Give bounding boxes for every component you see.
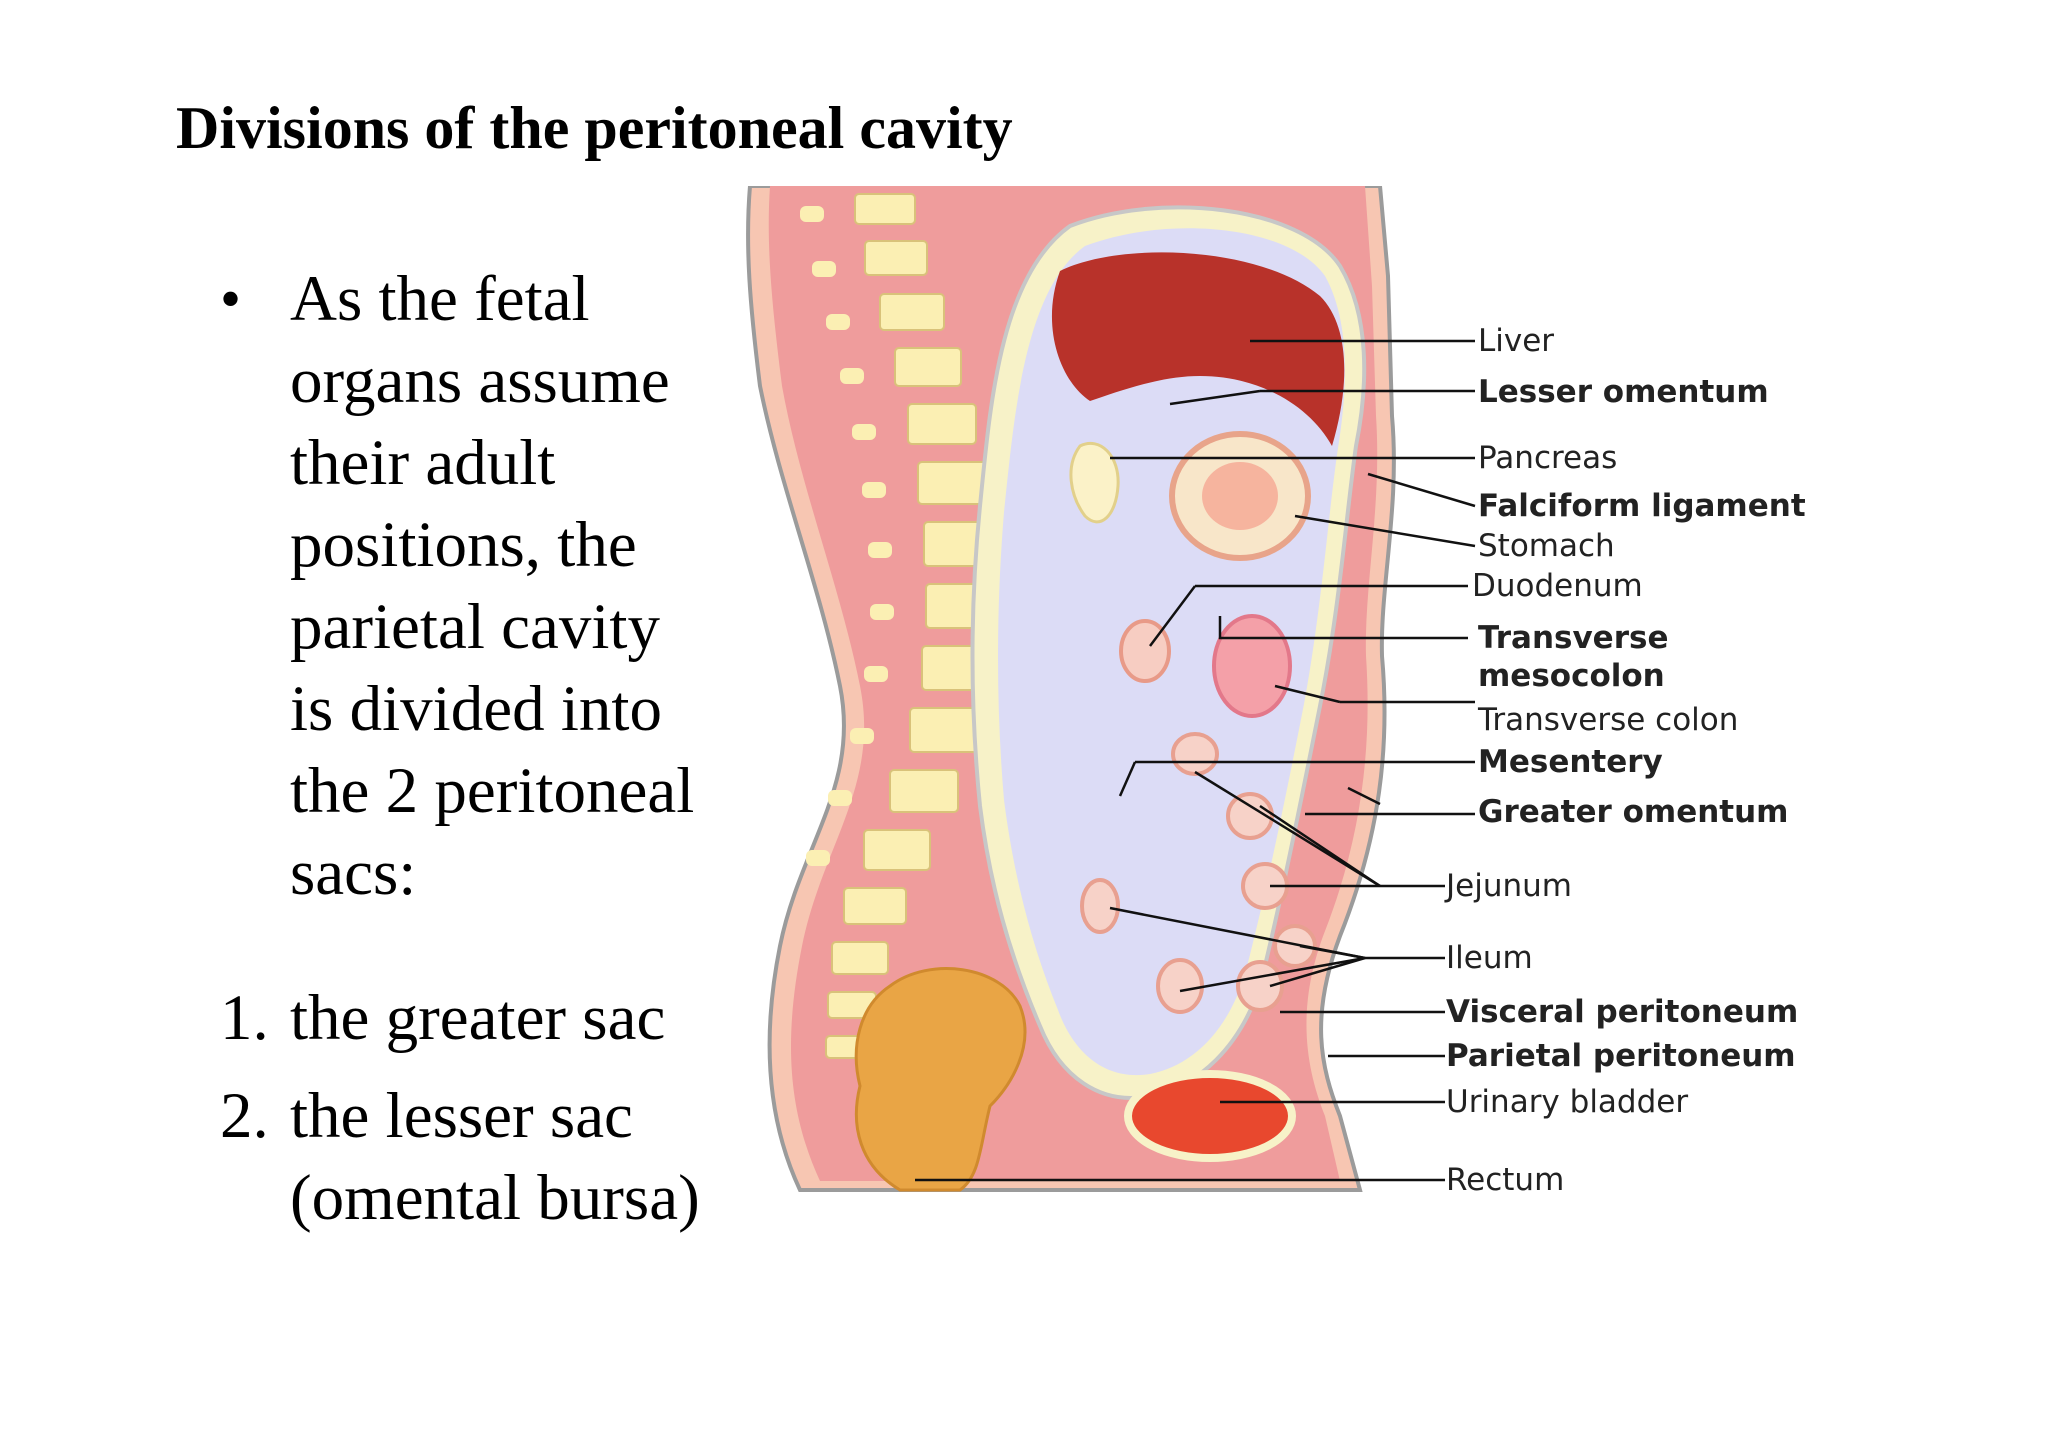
label-ileum: Ileum bbox=[1446, 940, 1533, 976]
bullet-symbol: • bbox=[220, 266, 242, 332]
list-item: 2. the lesser sac (omental bursa) bbox=[220, 1075, 706, 1239]
label-transverse: Transverse bbox=[1478, 620, 1668, 656]
peritoneum-diagram: Liver Lesser omentum Pancreas Falciform … bbox=[740, 186, 1880, 1326]
diagram-svg: Liver Lesser omentum Pancreas Falciform … bbox=[746, 186, 1806, 1198]
spine bbox=[825, 193, 997, 1059]
bullet-text: As the fetal organs assume their adult p… bbox=[290, 258, 694, 914]
bullet-line: parietal cavity bbox=[290, 591, 660, 663]
intestine-loops bbox=[1080, 732, 1317, 1014]
leader-lines bbox=[915, 339, 1476, 1182]
label-falciform-ligament: Falciform ligament bbox=[1478, 488, 1806, 524]
list-number: 1. bbox=[220, 982, 269, 1054]
bullet-line: positions, the bbox=[290, 509, 637, 581]
list-text: the greater sac bbox=[290, 977, 665, 1059]
bullet-line: As the fetal bbox=[290, 263, 590, 335]
bullet-line: is divided into bbox=[290, 673, 662, 745]
numbered-list: 1. the greater sac 2. the lesser sac (om… bbox=[220, 977, 706, 1239]
label-visceral-peritoneum: Visceral peritoneum bbox=[1446, 994, 1798, 1030]
label-stomach: Stomach bbox=[1478, 528, 1615, 564]
list-number: 2. bbox=[220, 1080, 269, 1152]
label-liver: Liver bbox=[1478, 323, 1554, 359]
bullet-line: the 2 peritoneal bbox=[290, 755, 695, 827]
bullet-line: their adult bbox=[290, 427, 556, 499]
label-transverse-colon: Transverse colon bbox=[1477, 702, 1738, 738]
label-pancreas: Pancreas bbox=[1478, 440, 1617, 476]
label-mesocolon: mesocolon bbox=[1478, 658, 1665, 694]
label-mesentery: Mesentery bbox=[1478, 744, 1663, 780]
label-urinary-bladder: Urinary bladder bbox=[1446, 1084, 1688, 1120]
urinary-bladder bbox=[1124, 1070, 1296, 1162]
label-rectum: Rectum bbox=[1446, 1162, 1564, 1198]
list-item: 1. the greater sac bbox=[220, 977, 706, 1059]
label-jejunum: Jejunum bbox=[1444, 868, 1572, 904]
liver bbox=[1051, 252, 1345, 446]
label-parietal-peritoneum: Parietal peritoneum bbox=[1446, 1038, 1796, 1074]
list-text: the lesser sac (omental bursa) bbox=[290, 1075, 700, 1239]
bullet-block: • As the fetal organs assume their adult… bbox=[220, 258, 706, 1298]
rectum bbox=[854, 967, 1027, 1192]
spinal-processes bbox=[800, 206, 894, 866]
bullet-item: • As the fetal organs assume their adult… bbox=[220, 258, 706, 914]
list-line: the greater sac bbox=[290, 982, 666, 1054]
list-line: the lesser sac bbox=[290, 1080, 633, 1152]
label-lesser-omentum: Lesser omentum bbox=[1478, 374, 1769, 410]
bullet-line: sacs: bbox=[290, 837, 417, 909]
bullet-line: organs assume bbox=[290, 345, 670, 417]
transverse-colon bbox=[1212, 614, 1292, 718]
label-duodenum: Duodenum bbox=[1472, 568, 1643, 604]
pancreas bbox=[1069, 442, 1120, 524]
label-greater-omentum: Greater omentum bbox=[1478, 794, 1788, 830]
slide-title: Divisions of the peritoneal cavity bbox=[176, 95, 1013, 161]
list-line: (omental bursa) bbox=[290, 1162, 700, 1234]
